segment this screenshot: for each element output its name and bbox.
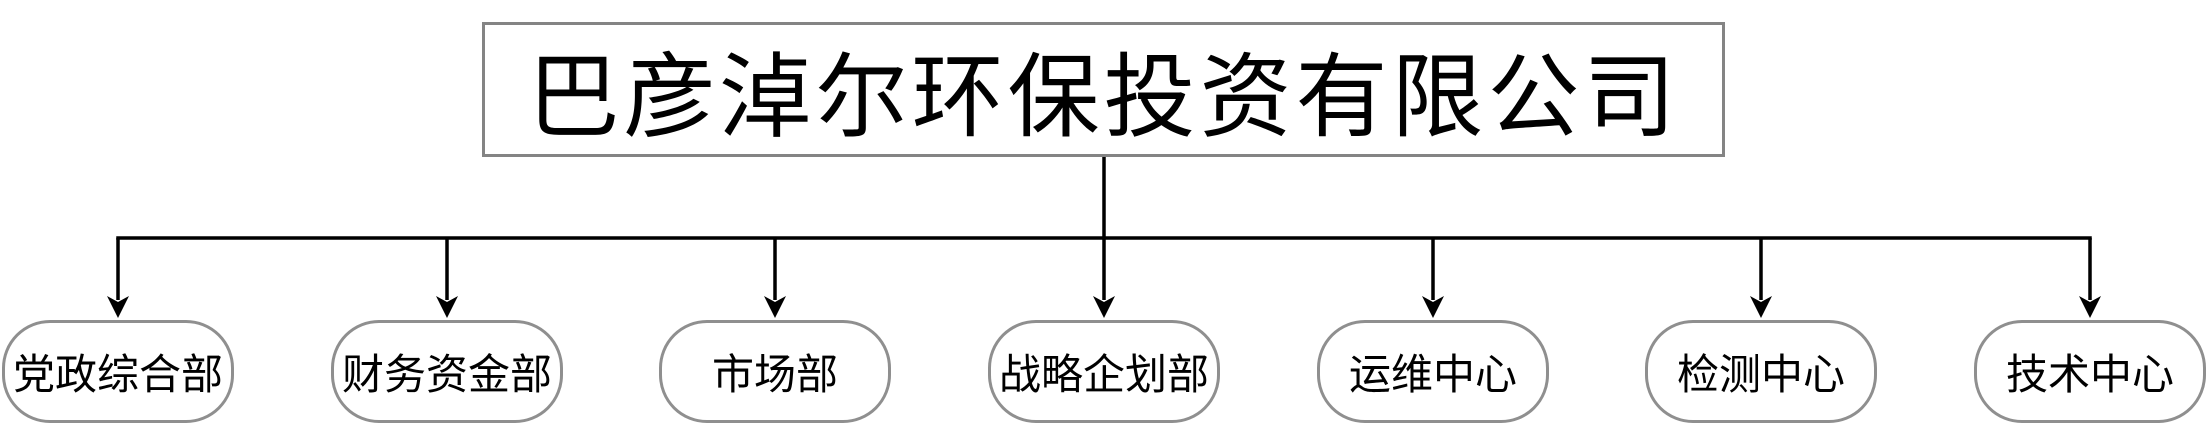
arrowhead-icon [436,296,458,318]
department-label: 市场部 [711,351,838,398]
company-name: 巴彦淖尔环保投资有限公司 [527,47,1680,149]
department-label: 技术中心 [2005,351,2174,398]
department-label: 党政综合部 [12,351,223,398]
department-label: 检测中心 [1676,351,1845,398]
department-node: 战略企划部 [988,320,1220,423]
department-label: 财务资金部 [341,351,552,398]
department-node: 市场部 [659,320,891,423]
department-node: 党政综合部 [2,320,234,423]
department-node: 检测中心 [1645,320,1877,423]
department-node: 技术中心 [1974,320,2206,423]
arrowhead-icon [1422,296,1444,318]
arrowhead-icon [764,296,786,318]
company-root-node: 巴彦淖尔环保投资有限公司 [482,22,1725,157]
department-node: 运维中心 [1317,320,1549,423]
arrowhead-icon [1750,296,1772,318]
arrowhead-icon [107,296,129,318]
department-label: 运维中心 [1348,351,1517,398]
arrowhead-icon [2079,296,2101,318]
department-label: 战略企划部 [998,351,1209,398]
department-node: 财务资金部 [331,320,563,423]
arrowhead-icon [1093,296,1115,318]
